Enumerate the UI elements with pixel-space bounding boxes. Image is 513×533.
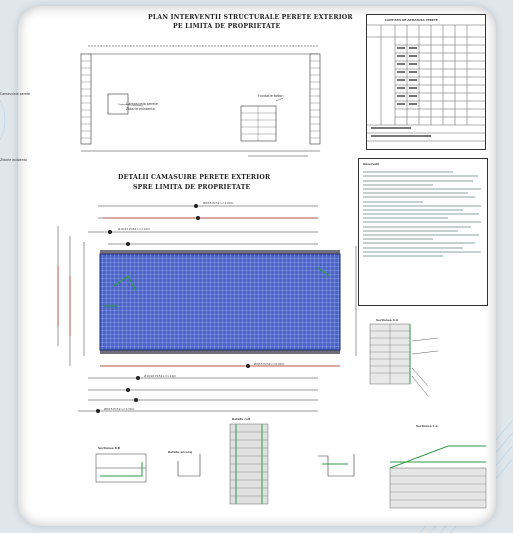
title-details-line1: DETALII CAMASUIRE PERETE EXTERIOR [118,174,271,181]
title-details-line2: SPRE LIMITA DE PROPRIETATE [133,184,251,191]
left-margin-tag-1: Camasuiala perete [0,92,31,96]
section-details-drawing [95,323,487,509]
rebar-label-1: Ø8/15 PC52 L=1.20m [203,201,234,205]
plan-label-jacketing: Camasuiala perete [126,102,158,106]
title-plan-line1: PLAN INTERVENTII STRUCTURALE PERETE EXTE… [148,14,353,21]
rebar-label-3: Ø8/15 PC52 L=0.90m [254,362,285,366]
detail-label-c: Detaliu ancoraj [168,450,193,454]
detail-label-b: Sectiunea B-B [98,446,121,450]
table-title: CANTITATI DE ARMATURA PERETE [385,18,438,22]
detail-label-a: Sectiunea A-A [376,318,399,322]
drawing-sheet: PLAN INTERVENTII STRUCTURALE PERETE EXTE… [18,6,496,526]
notes-box: Observatii [358,158,488,306]
mesh-elevation-drawing [57,204,357,413]
detail-label-d: Detaliu colt [232,417,251,421]
detail-label-e: Sectiunea C-C [416,424,438,428]
notes-title: Observatii [363,162,380,166]
rebar-label-5: Ø8/15 PC52 L=1.30m [104,407,135,411]
rebar-label-4: Ø10/20 PC52 L=1.10m [144,374,177,378]
notes-text-lines [359,169,487,259]
quantities-table: CANTITATI DE ARMATURA PERETE [366,14,486,150]
plan-label-masonry: Zidarie existenta [126,107,155,111]
title-plan-line2: PE LIMITA DE PROPRIETATE [173,23,281,30]
plan-label-foundation: Fundatie beton [258,94,284,98]
structural-plan-drawing [80,45,321,157]
table-grid [367,24,485,142]
rebar-label-2: Ø10/15 PC52 L=1.20m [118,227,151,231]
left-margin-tag-2: Zidarie existenta [0,158,27,162]
